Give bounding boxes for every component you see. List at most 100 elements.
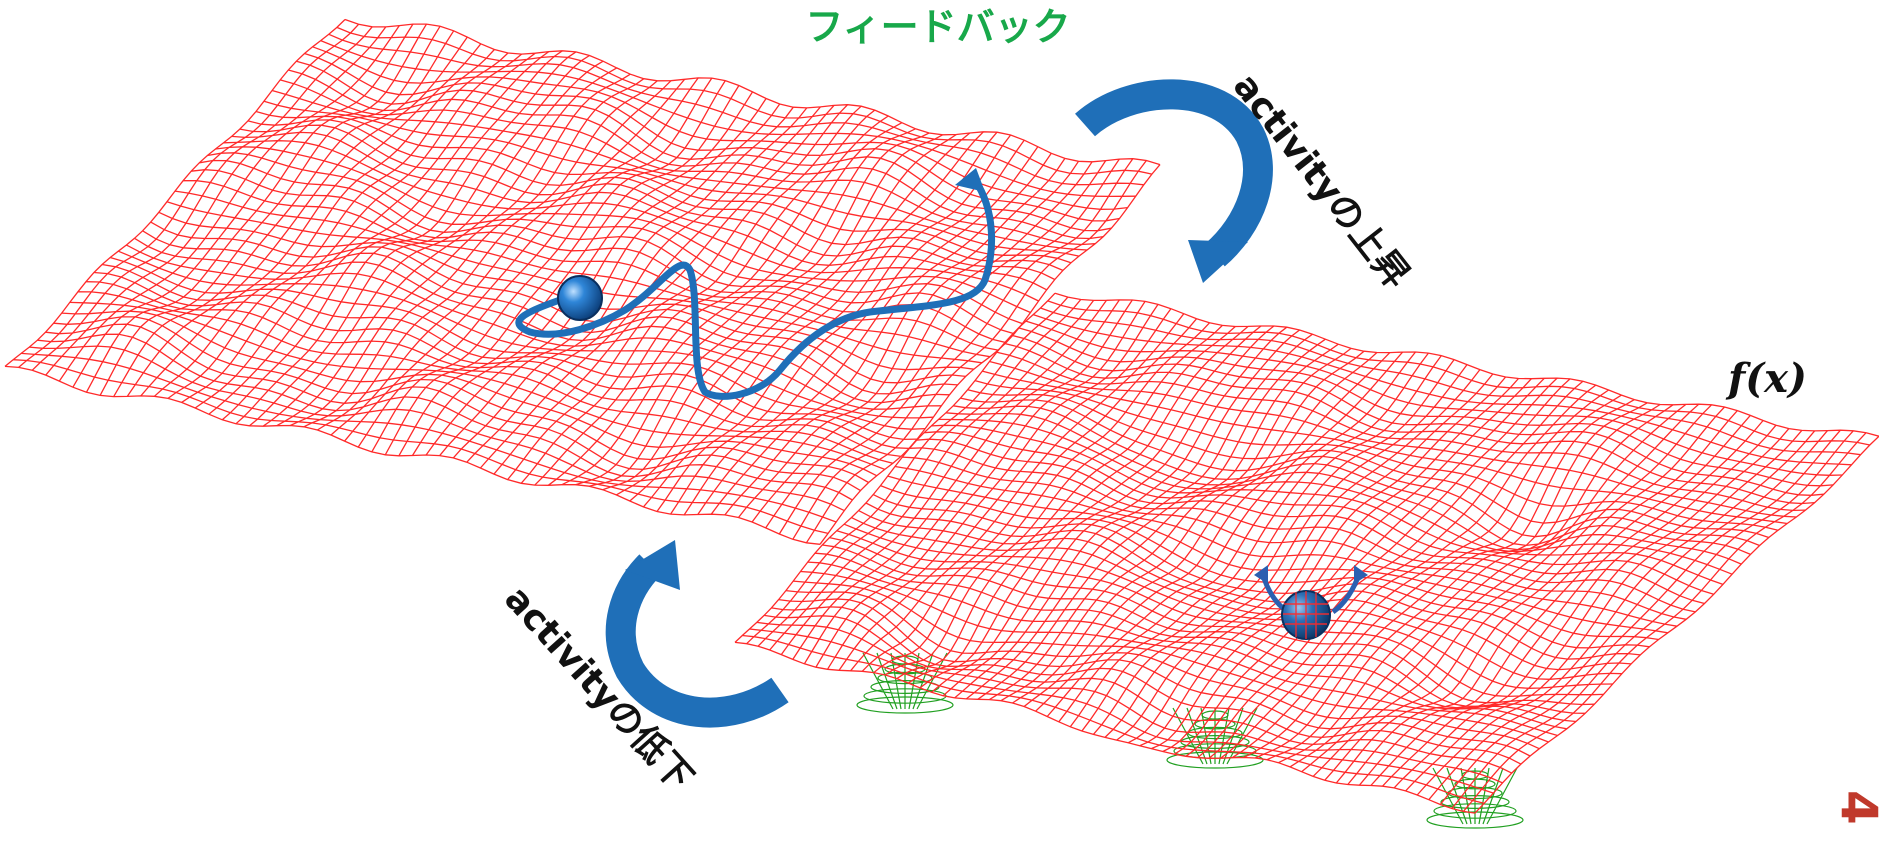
mesh-line	[249, 54, 590, 427]
mesh-line	[1266, 402, 1648, 761]
mesh-line	[384, 80, 726, 456]
mesh-line	[1278, 403, 1661, 764]
mesh-line	[1428, 430, 1828, 801]
mesh-line	[547, 115, 889, 486]
mesh-line	[207, 152, 1023, 325]
mesh-line	[507, 104, 849, 481]
mesh-line	[884, 324, 1223, 676]
trajectory-arrowhead-icon	[955, 168, 985, 192]
mesh-line	[746, 296, 1069, 645]
mesh-line	[493, 104, 835, 475]
mesh-line	[751, 161, 1093, 523]
function-label: f(x)	[1725, 355, 1807, 402]
mesh-line	[113, 30, 455, 397]
mesh-line	[58, 25, 400, 382]
mesh-line	[1312, 403, 1700, 777]
mesh-line	[534, 109, 876, 486]
mesh-line	[683, 139, 1025, 516]
mesh-line	[21, 352, 837, 523]
ball-trajectory	[515, 168, 995, 400]
mesh-line	[819, 164, 1161, 545]
mesh-line	[793, 580, 1549, 743]
mesh-line	[4, 19, 346, 367]
mesh-line	[1416, 430, 1816, 796]
mesh-line	[1451, 430, 1854, 809]
deep-well-line	[916, 652, 948, 710]
mesh-line	[805, 160, 1147, 544]
mesh-line	[734, 292, 1056, 643]
mesh-line	[153, 49, 495, 397]
mesh-line	[126, 36, 468, 397]
curved-arrow-icon	[605, 540, 789, 728]
mesh-line	[710, 152, 1052, 515]
mesh-line	[792, 158, 1134, 540]
mesh-line	[896, 326, 1236, 680]
mesh-line	[757, 299, 1082, 647]
mesh-line	[1139, 376, 1507, 747]
mesh-line	[411, 91, 754, 456]
mesh-line	[1289, 404, 1674, 768]
mesh-line	[861, 318, 1198, 672]
mesh-line	[1324, 404, 1713, 781]
mesh-line	[989, 343, 1339, 701]
deep-well-line	[862, 652, 894, 710]
mesh-line	[771, 606, 1522, 765]
mesh-line	[1208, 380, 1584, 759]
mesh-line	[221, 50, 563, 421]
mesh-line	[439, 103, 781, 457]
mesh-line	[1127, 373, 1494, 744]
mesh-line	[18, 23, 360, 368]
mesh-line	[629, 132, 971, 502]
mesh-line	[1174, 377, 1545, 755]
mesh-line	[954, 329, 1300, 699]
deep-well-line	[890, 652, 902, 710]
mesh-line	[1185, 377, 1558, 757]
mesh-line	[425, 98, 767, 456]
deep-well-line	[1432, 767, 1464, 825]
mesh-line	[398, 85, 740, 457]
mesh-line	[873, 322, 1210, 674]
mesh-line	[371, 77, 713, 453]
mesh-line	[602, 134, 944, 491]
mesh-line	[1069, 352, 1429, 728]
mesh-line	[769, 300, 1095, 651]
mesh-line	[1081, 355, 1442, 732]
mesh-line	[1035, 352, 1391, 712]
mesh-line	[850, 313, 1185, 672]
mesh-line	[452, 106, 794, 459]
mesh-line	[328, 33, 1144, 186]
mesh-line	[780, 299, 1108, 655]
mesh-line	[826, 304, 1159, 670]
mesh-line	[575, 128, 916, 486]
mesh-line	[1335, 406, 1725, 784]
mesh-line	[1012, 350, 1365, 704]
mesh-line	[1358, 414, 1751, 786]
mesh-line	[344, 78, 686, 442]
mesh-line	[1474, 435, 1879, 814]
mesh-line	[1162, 378, 1532, 753]
mesh-line	[965, 333, 1313, 700]
mesh-line	[330, 80, 672, 436]
mesh-line	[208, 51, 550, 415]
mesh-line	[670, 134, 1012, 515]
mesh-line	[1393, 428, 1790, 789]
mesh-line	[919, 325, 1262, 689]
mesh-line	[140, 43, 482, 397]
mesh-line	[1104, 364, 1468, 738]
mesh-line	[1301, 403, 1687, 773]
mesh-line	[194, 52, 536, 409]
feedback-title: フィードバック	[805, 5, 1070, 49]
mesh-line	[642, 131, 984, 508]
mesh-line	[1000, 347, 1352, 702]
mesh-line	[764, 614, 1512, 774]
mesh-line	[181, 53, 523, 403]
mesh-line	[276, 67, 618, 427]
mesh-line	[13, 359, 829, 535]
mesh-line	[815, 301, 1146, 668]
mesh-line	[697, 146, 1039, 515]
mesh-line	[1243, 394, 1622, 759]
mesh-line	[1405, 429, 1803, 792]
mesh-line	[1151, 378, 1519, 750]
mesh-line	[588, 132, 930, 487]
